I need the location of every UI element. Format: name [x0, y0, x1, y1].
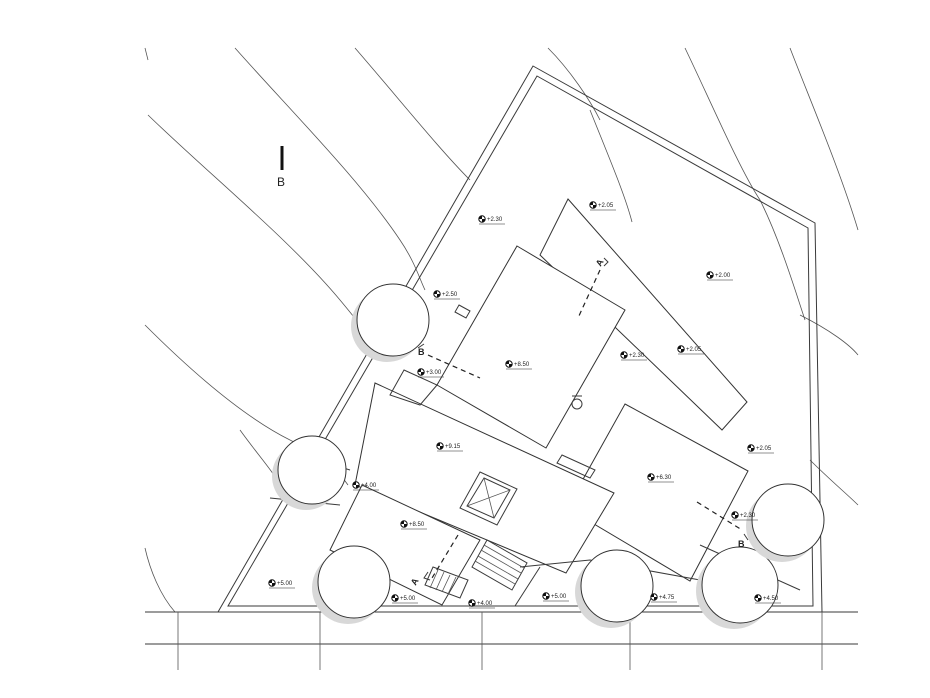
level-value: +2.05 — [756, 446, 772, 452]
tree — [746, 483, 825, 562]
level-value: +2.30 — [740, 513, 756, 519]
tree — [312, 545, 391, 624]
level-marker: +2.00 — [706, 271, 733, 281]
level-value: +9.15 — [445, 444, 461, 450]
level-marker: +5.00 — [542, 592, 569, 602]
level-symbol-fill — [268, 579, 276, 587]
level-symbol-fill — [677, 345, 685, 353]
level-symbol-fill — [620, 351, 628, 359]
north-marker: B — [277, 146, 285, 189]
level-symbol-fill — [754, 594, 762, 602]
level-marker: +5.00 — [268, 579, 295, 589]
level-marker: +4.00 — [468, 599, 495, 609]
level-symbol-fill — [542, 592, 550, 600]
tree — [696, 546, 779, 629]
level-marker: +4.50 — [754, 594, 781, 604]
level-value: +2.00 — [715, 273, 731, 279]
level-value: +6.30 — [656, 475, 672, 481]
trees — [272, 283, 825, 629]
level-marker: +2.05 — [747, 444, 774, 454]
level-symbol-fill — [747, 444, 755, 452]
level-marker: +8.50 — [400, 520, 427, 530]
level-value: +4.50 — [763, 596, 779, 602]
level-value: +2.05 — [686, 347, 702, 353]
level-symbol-fill — [650, 593, 658, 601]
section-marker-b-left: B — [418, 347, 425, 357]
tree — [575, 549, 654, 628]
level-symbol-fill — [706, 271, 714, 279]
level-symbol-fill — [436, 442, 444, 450]
section-marker-b-right: B — [738, 539, 745, 549]
level-marker: +3.00 — [417, 368, 444, 378]
section-marker-a-top: A — [594, 257, 606, 268]
tree — [351, 283, 430, 362]
level-marker: +2.30 — [620, 351, 647, 361]
level-value: +8.50 — [409, 522, 425, 528]
level-value: +8.50 — [514, 362, 530, 368]
level-symbol-fill — [505, 360, 513, 368]
level-marker: +2.05 — [677, 345, 704, 355]
tree — [272, 435, 347, 510]
level-marker: +6.30 — [647, 473, 674, 483]
level-marker: +4.75 — [650, 593, 677, 603]
level-marker: +2.30 — [478, 215, 505, 225]
level-value: +5.00 — [551, 594, 567, 600]
level-symbol-fill — [731, 511, 739, 519]
level-value: +3.00 — [426, 370, 442, 376]
stairs — [424, 304, 596, 599]
section-markers: A A B B — [409, 257, 749, 587]
level-markers: +2.30 +2.05 +2.00 +2.50 +3.00 +8.50 +2.30 +2.05… — [268, 201, 781, 609]
level-marker: +2.30 — [731, 511, 758, 521]
level-symbol-fill — [468, 599, 476, 607]
level-value: +2.30 — [629, 353, 645, 359]
level-symbol-fill — [433, 290, 441, 298]
level-symbol-fill — [589, 201, 597, 209]
level-value: +5.00 — [277, 581, 293, 587]
level-value: +4.00 — [477, 601, 493, 607]
level-symbol-fill — [417, 368, 425, 376]
level-value: +2.30 — [487, 217, 503, 223]
section-marker-a-bottom: A — [409, 576, 421, 587]
level-value: +4.75 — [659, 595, 675, 601]
level-value: +2.50 — [442, 292, 458, 298]
level-marker: +4.00 — [352, 481, 379, 491]
level-symbol-fill — [352, 481, 360, 489]
buildings — [269, 198, 801, 607]
level-symbol-fill — [400, 520, 408, 528]
level-marker: +2.50 — [433, 290, 460, 300]
level-marker: +2.05 — [589, 201, 616, 211]
level-marker: +9.15 — [436, 442, 463, 452]
level-value: +4.00 — [361, 483, 377, 489]
level-value: +2.05 — [598, 203, 614, 209]
level-symbol-fill — [647, 473, 655, 481]
level-symbol-fill — [391, 594, 399, 602]
level-value: +5.00 — [400, 596, 416, 602]
north-label: B — [277, 175, 285, 189]
level-marker: +5.00 — [391, 594, 418, 604]
level-marker: +8.50 — [505, 360, 532, 370]
section-lines — [427, 269, 743, 579]
level-symbol-fill — [478, 215, 486, 223]
